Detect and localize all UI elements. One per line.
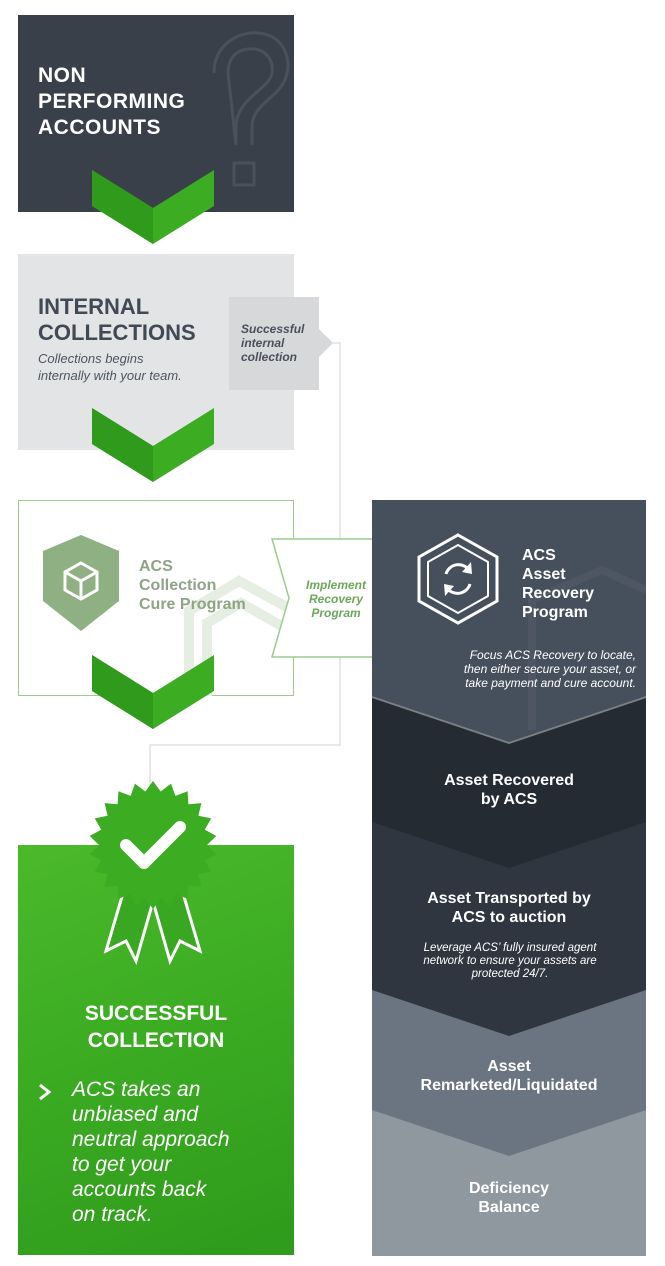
internal-title-line1: INTERNAL <box>38 294 150 319</box>
tag-recovery-line2: Recovery <box>308 592 364 606</box>
transported-desc2: network to ensure your assets are <box>423 955 597 967</box>
tag-recovery-line1: Implement <box>305 578 366 592</box>
internal-title-line2: COLLECTIONS <box>38 320 196 345</box>
transported-line1: Asset Transported by <box>427 890 591 907</box>
non-performing-accounts-panel: NON PERFORMING ACCOUNTS <box>18 15 294 212</box>
deficiency-balance-step: Deficiency Balance <box>372 1179 646 1217</box>
deficiency-line2: Balance <box>478 1199 540 1216</box>
internal-desc-line1: Collections begins <box>38 351 144 366</box>
success-desc5: accounts back <box>72 1178 207 1201</box>
tag-recovery-line3: Program <box>311 606 361 620</box>
success-desc1: ACS takes an <box>72 1078 201 1101</box>
internal-collections-panel: INTERNAL COLLECTIONS Collections begins … <box>18 254 294 450</box>
chevron-down-icon <box>92 170 214 244</box>
recovered-line1: Asset Recovered <box>444 772 574 789</box>
asset-recovery-line1: ACS <box>522 547 556 564</box>
asset-transported-step: Asset Transported by ACS to auction <box>372 889 646 927</box>
transported-line2: ACS to auction <box>451 909 567 926</box>
shield-box-icon <box>43 535 119 631</box>
cure-line1: ACS <box>139 558 173 575</box>
asset-recovered-step: Asset Recovered by ACS <box>372 771 646 809</box>
internal-desc-line2: internally with your team. <box>38 368 182 383</box>
implement-recovery-program-tag: Implement Recovery Program <box>271 538 400 658</box>
asset-recovery-desc3: take payment and cure account. <box>465 676 636 690</box>
remarketed-line1: Asset <box>487 1058 531 1075</box>
asset-recovery-line3: Recovery <box>522 585 595 602</box>
tag-internal-line2: internal <box>241 336 285 350</box>
asset-recovery-desc2: then either secure your asset, or <box>463 662 636 676</box>
recovery-process-steps <box>372 500 646 1256</box>
remarketed-line2: Remarketed/Liquidated <box>420 1077 598 1094</box>
asset-recovery-program-step: ACS Asset Recovery Program Focus ACS Rec… <box>372 500 646 742</box>
award-badge-checkmark-icon <box>89 781 217 966</box>
asset-remarketed-step: Asset Remarketed/Liquidated <box>372 1057 646 1095</box>
collection-cure-program-panel: ACS Collection Cure Program <box>18 500 294 696</box>
success-title-line2: COLLECTION <box>87 1029 225 1052</box>
cure-line2: Collection <box>139 577 217 594</box>
success-desc3: neutral approach <box>72 1128 230 1151</box>
recovery-hexagon-icon <box>417 533 499 625</box>
cure-line3: Cure Program <box>139 596 246 613</box>
transported-desc3: protected 24/7. <box>471 968 549 980</box>
chevron-down-icon <box>92 655 214 729</box>
asset-recovery-desc1: Focus ACS Recovery to locate, <box>469 648 636 662</box>
recovered-line2: by ACS <box>480 791 538 808</box>
asset-transported-desc: Leverage ACS’ fully insured agent networ… <box>395 942 625 981</box>
double-chevron-right-icon <box>39 1083 52 1101</box>
deficiency-line1: Deficiency <box>468 1180 550 1197</box>
success-title-line1: SUCCESSFUL <box>84 1002 228 1025</box>
successful-internal-collection-tag: Successful internal collection <box>229 297 333 390</box>
non-performing-line3: ACCOUNTS <box>38 116 161 139</box>
transported-desc1: Leverage ACS’ fully insured agent <box>423 942 597 954</box>
non-performing-line1: NON <box>38 64 87 87</box>
success-desc2: unbiased and <box>72 1103 199 1126</box>
asset-recovery-line2: Asset <box>522 566 566 583</box>
chevron-down-icon <box>92 408 214 482</box>
question-mark-icon <box>212 31 290 187</box>
non-performing-line2: PERFORMING <box>38 90 186 113</box>
tag-arrow-shape <box>229 297 333 390</box>
success-desc6: on track. <box>72 1203 153 1226</box>
asset-recovery-line4: Program <box>522 604 588 621</box>
tag-internal-line3: collection <box>241 350 298 364</box>
success-desc4: to get your <box>72 1153 172 1176</box>
tag-internal-line1: Successful <box>241 322 305 336</box>
